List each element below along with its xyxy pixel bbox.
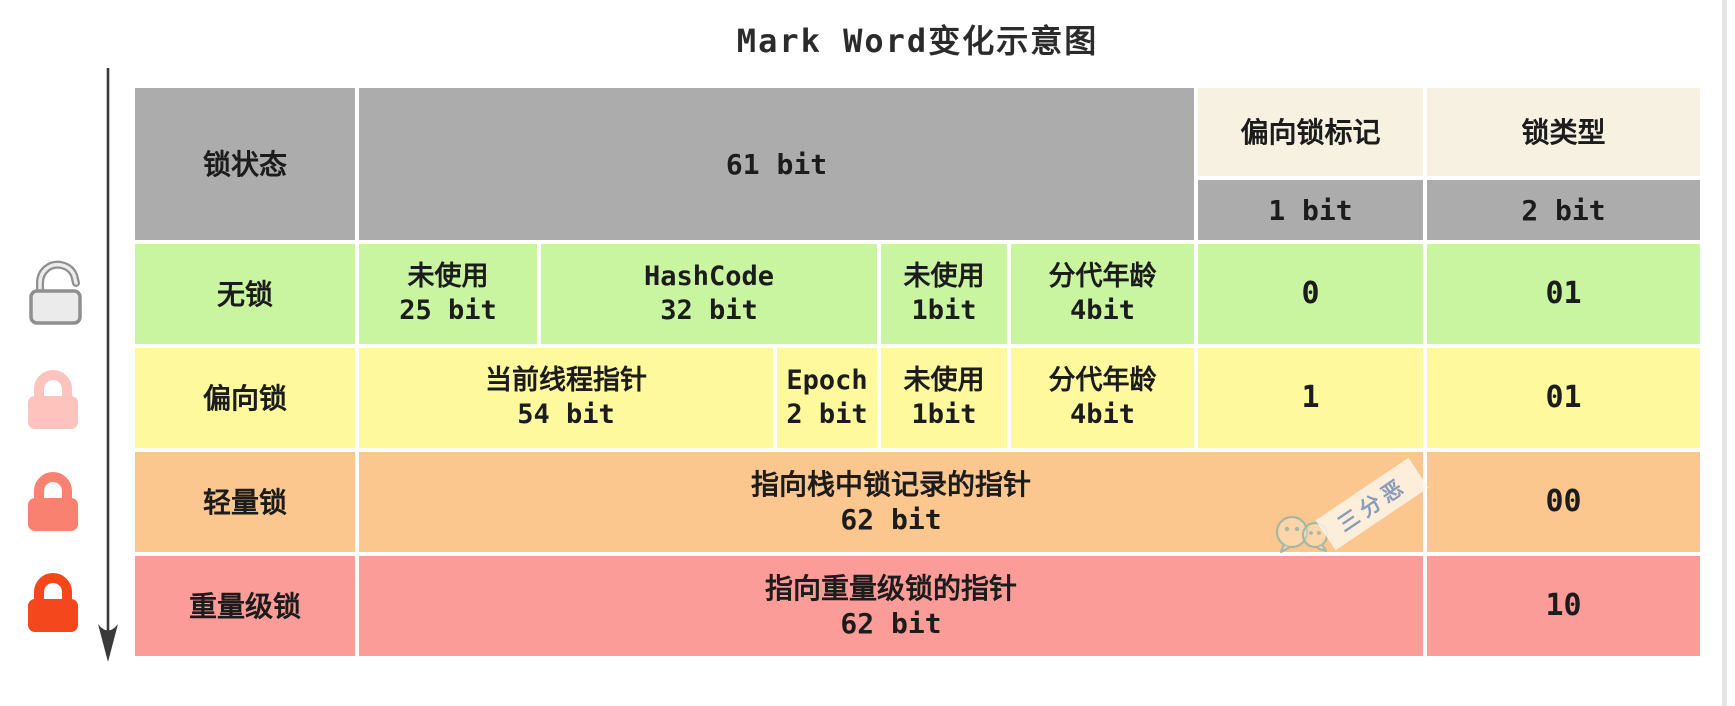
- page-title: Mark Word变化示意图: [736, 22, 1099, 60]
- field-gc-age-b: 分代年龄 4bit: [1011, 348, 1194, 448]
- locked-red-icon: [28, 573, 78, 632]
- field-unused-25: 未使用 25 bit: [359, 244, 537, 344]
- row-state-no-lock: 无锁: [135, 244, 355, 344]
- type-value-heavyweight: 10: [1427, 556, 1700, 656]
- type-value-no-lock: 01: [1427, 244, 1700, 344]
- header-lock-state: 锁状态: [135, 88, 355, 240]
- header-lock-type-bits: 2 bit: [1427, 180, 1700, 240]
- type-value-biased: 01: [1427, 348, 1700, 448]
- header-bias-mark-bits: 1 bit: [1198, 180, 1423, 240]
- field-unused-1b: 未使用 1bit: [881, 348, 1007, 448]
- header-61bit: 61 bit: [359, 88, 1194, 240]
- unlocked-icon: [29, 260, 82, 325]
- row-state-biased: 偏向锁: [135, 348, 355, 448]
- field-monitor-pointer: 指向重量级锁的指针 62 bit: [359, 556, 1423, 656]
- field-stack-record-pointer: 指向栈中锁记录的指针 62 bit: [359, 452, 1423, 552]
- field-thread-pointer: 当前线程指针 54 bit: [359, 348, 773, 448]
- down-arrow-icon: [98, 68, 118, 662]
- bias-value-no-lock: 0: [1198, 244, 1423, 344]
- field-epoch: Epoch 2 bit: [777, 348, 877, 448]
- markword-table: 锁状态 61 bit 偏向锁标记 锁类型 1 bit 2 bit 无锁 未使用 …: [135, 88, 1700, 656]
- field-hashcode: HashCode 32 bit: [541, 244, 877, 344]
- locked-pink-icon: [28, 370, 78, 429]
- field-unused-1: 未使用 1bit: [881, 244, 1007, 344]
- locked-salmon-icon: [28, 472, 78, 531]
- row-no-lock-fields: 未使用 25 bit HashCode 32 bit 未使用 1bit 分代年龄…: [359, 244, 1194, 344]
- row-biased-fields: 当前线程指针 54 bit Epoch 2 bit 未使用 1bit 分代年龄 …: [359, 348, 1194, 448]
- window-edge: [1722, 0, 1727, 706]
- row-state-lightweight: 轻量锁: [135, 452, 355, 552]
- type-value-lightweight: 00: [1427, 452, 1700, 552]
- row-state-heavyweight: 重量级锁: [135, 556, 355, 656]
- bias-value-biased: 1: [1198, 348, 1423, 448]
- header-bias-mark: 偏向锁标记: [1198, 88, 1423, 176]
- header-lock-type: 锁类型: [1427, 88, 1700, 176]
- field-gc-age: 分代年龄 4bit: [1011, 244, 1194, 344]
